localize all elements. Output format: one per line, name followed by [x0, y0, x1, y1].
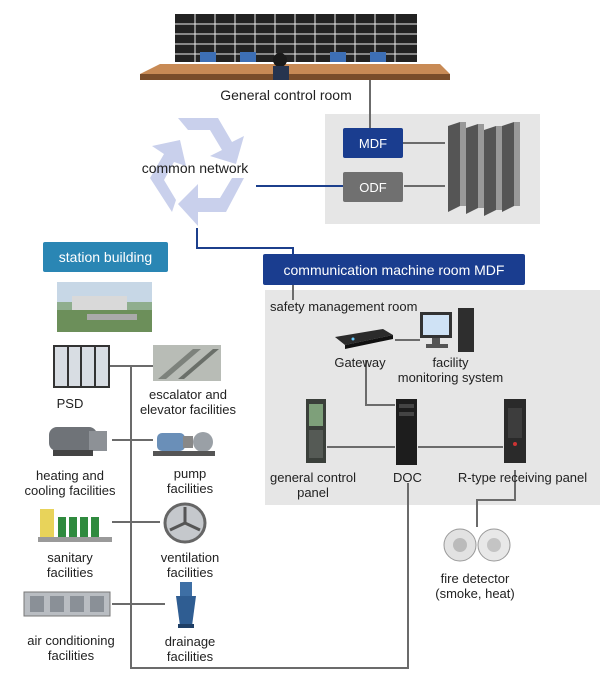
drainage-icon: [166, 580, 206, 630]
station-building-title: station building: [43, 242, 168, 272]
mdf-tag: MDF: [343, 128, 403, 158]
psd-label: PSD: [56, 396, 84, 411]
monitoring-system-label: facility monitoring system: [397, 355, 504, 385]
r-type-panel-label: R-type receiving panel: [457, 470, 588, 485]
drainage-label: drainage facilities: [164, 634, 216, 664]
gateway-icon: [333, 327, 395, 349]
fire-detector-icon: [442, 527, 512, 563]
escalator-label: escalator and elevator facilities: [139, 387, 237, 417]
ventilation-label: ventilation facilities: [160, 550, 220, 580]
doc-label: DOC: [393, 470, 422, 485]
station-building-photo: [57, 282, 152, 332]
odf-tag: ODF: [343, 172, 403, 202]
general-control-panel-label: general control panel: [270, 470, 356, 500]
r-type-panel-icon: [503, 398, 527, 464]
escalator-icon: [153, 345, 221, 381]
control-room-illustration: [140, 10, 450, 85]
heating-cooling-label: heating and cooling facilities: [24, 468, 116, 498]
fire-detector-label: fire detector (smoke, heat): [435, 571, 515, 601]
safety-management-room-label: safety management room: [270, 299, 418, 314]
recycle-network-icon: [140, 108, 260, 228]
psd-icon: [53, 345, 110, 388]
sanitary-label: sanitary facilities: [46, 550, 94, 580]
monitoring-system-icon: [418, 306, 478, 356]
gateway-label: Gateway: [334, 355, 386, 370]
air-conditioning-icon: [22, 588, 112, 620]
common-network-label: common network: [141, 160, 249, 176]
server-rack-icon: [440, 118, 530, 218]
doc-icon: [395, 398, 418, 466]
pump-icon: [153, 423, 218, 458]
general-control-panel-icon: [305, 398, 327, 464]
sanitary-icon: [38, 505, 112, 543]
general-control-room-label: General control room: [220, 87, 352, 103]
heating-cooling-icon: [45, 423, 110, 458]
comm-room-title: communication machine room MDF: [263, 254, 525, 285]
pump-label: pump facilities: [166, 466, 214, 496]
ventilation-icon: [160, 502, 210, 544]
air-conditioning-label: air conditioning facilities: [27, 633, 115, 663]
